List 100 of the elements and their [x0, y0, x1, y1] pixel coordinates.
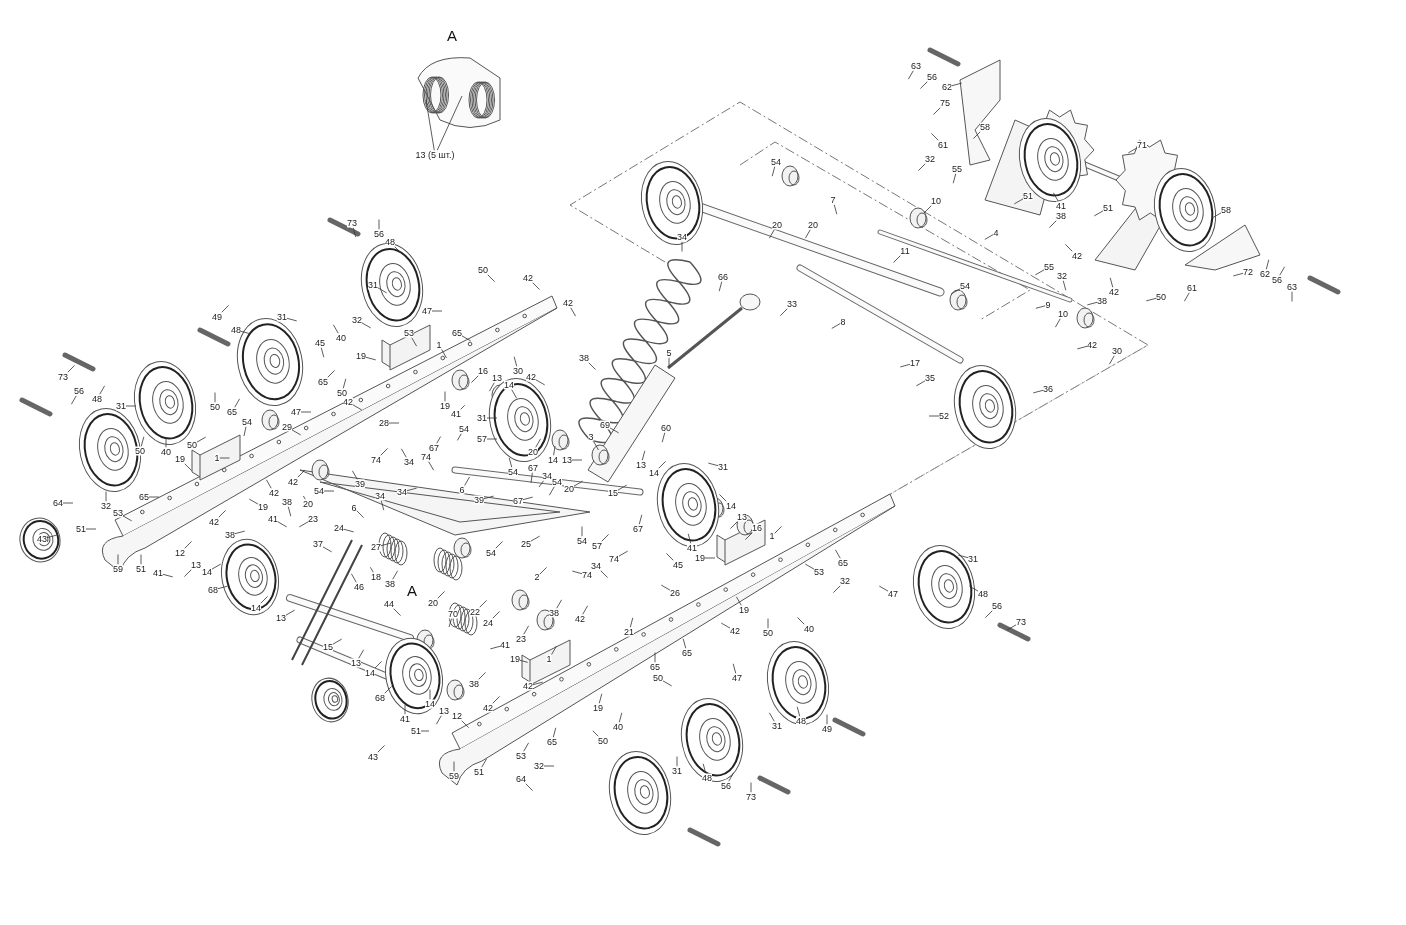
leader-line	[984, 234, 994, 240]
leader-line	[511, 389, 517, 399]
callout-number: 38	[469, 679, 479, 689]
callout-number: 42	[575, 614, 585, 624]
callout-number: 46	[354, 582, 364, 592]
callout-number: 51	[474, 767, 484, 777]
leader-line	[486, 417, 498, 419]
callout-number: 67	[429, 443, 439, 453]
leader-line	[535, 379, 546, 386]
callout-number: 54	[771, 157, 781, 167]
leader-line	[448, 618, 452, 628]
callout-number: 64	[53, 498, 63, 508]
callout-number: 55	[952, 164, 962, 174]
callout-number: 42	[269, 488, 279, 498]
callout-number: 50	[763, 628, 773, 638]
callout-number: 41	[153, 568, 163, 578]
leader-line	[1032, 389, 1044, 394]
leader-line	[660, 584, 671, 591]
callout-number: 9	[1045, 300, 1051, 310]
callout-number: 35	[925, 373, 935, 383]
callout-number: 19	[175, 454, 185, 464]
callout-number: 50	[135, 446, 145, 456]
callout-number: 43	[368, 752, 378, 762]
leader-line	[361, 322, 372, 329]
leader-line	[538, 480, 545, 488]
callout-number: 49	[822, 724, 832, 734]
callout-number: 11	[900, 246, 910, 256]
callout-number: 67	[528, 463, 538, 473]
leader-line	[240, 330, 252, 335]
leader-line	[952, 173, 957, 184]
callout-number: 25	[521, 539, 531, 549]
leader-line	[436, 95, 463, 151]
callout-number: 34	[591, 561, 601, 571]
callout-number: 13	[636, 460, 646, 470]
leader-line	[122, 515, 133, 522]
callout-number: 26	[670, 588, 680, 598]
callout-number: 65	[547, 737, 557, 747]
leader-line	[420, 730, 430, 732]
leader-line	[681, 241, 683, 252]
leader-line	[924, 205, 932, 213]
leader-line	[234, 530, 246, 535]
callout-number: 68	[375, 693, 385, 703]
leader-line	[286, 317, 298, 322]
callout-number: 13	[351, 658, 361, 668]
callout-number: 34	[542, 471, 552, 481]
callout-number: 61	[938, 140, 948, 150]
leader-line	[951, 82, 963, 87]
callout-number: 6	[459, 485, 465, 495]
leader-line	[532, 681, 544, 686]
callout-number: 71	[1137, 140, 1147, 150]
callout-number: 14	[548, 455, 558, 465]
callout-number: 30	[1112, 346, 1122, 356]
callout-number: 2	[534, 572, 540, 582]
leader-line	[571, 570, 583, 575]
callout-number: 40	[804, 624, 814, 634]
callout-number: 48	[978, 589, 988, 599]
leader-line	[214, 392, 216, 403]
leader-line	[460, 404, 466, 410]
callout-number: 31	[116, 401, 126, 411]
leader-line	[323, 490, 335, 492]
leader-line	[915, 380, 926, 387]
leader-line	[46, 534, 58, 539]
leader-line	[248, 498, 259, 505]
callout-number: 1	[546, 654, 552, 664]
leader-line	[478, 672, 486, 680]
leader-line	[461, 335, 472, 342]
leader-line	[556, 599, 562, 609]
callout-number: 50	[1156, 292, 1166, 302]
leader-line	[720, 622, 731, 629]
leader-line	[745, 532, 753, 540]
leader-line	[523, 625, 529, 635]
callout-number: 50	[210, 402, 220, 412]
callout-number: 63	[911, 61, 921, 71]
leader-line	[600, 570, 608, 578]
leader-line	[618, 550, 629, 557]
callout-number: 24	[483, 618, 493, 628]
callout-number: 42	[1087, 340, 1097, 350]
callout-number: 62	[942, 82, 952, 92]
callout-number: 73	[746, 792, 756, 802]
leader-line	[303, 495, 306, 500]
leader-line	[780, 308, 788, 316]
leader-line	[523, 742, 529, 752]
callout-number: 72	[1243, 267, 1253, 277]
leader-line	[370, 566, 374, 573]
callout-number: 42	[209, 517, 219, 527]
leader-line	[377, 745, 385, 753]
leader-line	[184, 541, 192, 549]
leader-line	[609, 427, 620, 434]
leader-line	[908, 70, 914, 80]
leader-line	[471, 375, 479, 383]
callout-number: 42	[526, 372, 536, 382]
callout-number: 48	[702, 773, 712, 783]
leader-line	[618, 712, 623, 723]
callout-number: 74	[609, 554, 619, 564]
leader-line	[218, 510, 226, 518]
callout-number: 19	[510, 654, 520, 664]
leader-line	[796, 706, 801, 717]
leader-line	[184, 569, 192, 577]
leader-line	[553, 445, 556, 456]
callout-number: 13	[737, 512, 747, 522]
